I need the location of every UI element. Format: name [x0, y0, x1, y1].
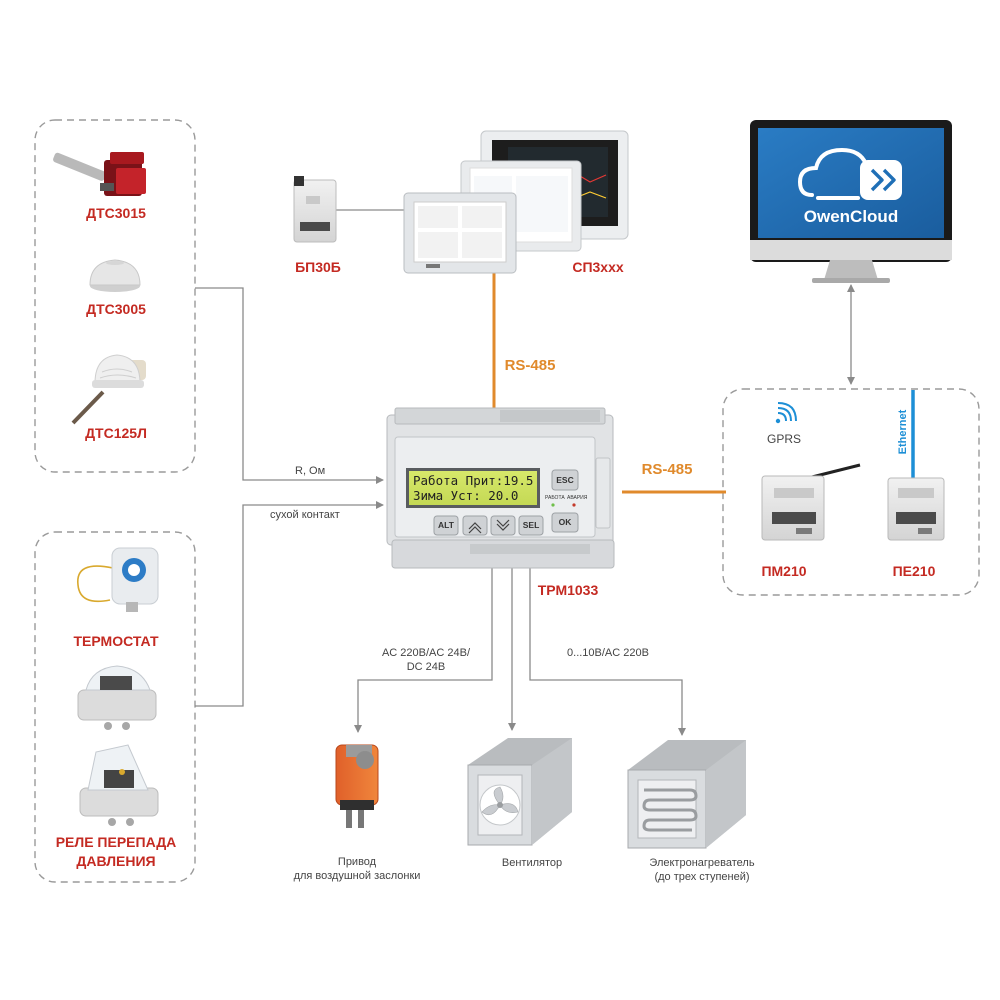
gprs-label: GPRS: [767, 432, 801, 446]
sp3xxx-label: СП3ххх: [572, 259, 624, 275]
thermostat-image: [77, 547, 159, 612]
pressure-relay-2-image: [79, 744, 159, 826]
dts3005-label: ДТС3005: [86, 301, 146, 317]
up-arrow-icon: [468, 522, 482, 534]
dts3015-sensor-image: [53, 152, 146, 196]
power-label-line2: DC 24B: [407, 661, 446, 673]
signal-label: 0...10B/AC 220B: [567, 647, 649, 659]
pe210-image: [887, 477, 945, 541]
dts125l-sensor-image: [71, 354, 146, 425]
alt-button-label: ALT: [438, 520, 455, 530]
pressure-relay-1-image: [77, 665, 157, 730]
relay-label-line1: РЕЛЕ ПЕРЕПАДА: [56, 834, 177, 850]
bp30b-image: [293, 176, 337, 243]
actuator-line: [354, 568, 493, 733]
up-button[interactable]: [462, 515, 488, 536]
heater-label-line1: Электронагреватель: [649, 857, 754, 869]
sensors-group-box: [34, 119, 196, 473]
alt-button[interactable]: [433, 515, 459, 536]
sel-button[interactable]: [518, 515, 544, 536]
ethernet-label: Ethernet: [897, 409, 909, 454]
ok-button[interactable]: [551, 512, 579, 533]
pm210-image: [761, 463, 861, 541]
down-arrow-icon: [496, 519, 510, 531]
sp3xxx-panels-image: [403, 130, 629, 274]
lcd-line2: Зима Уст: 20.0: [413, 488, 518, 503]
power-label-line1: AC 220B/AC 24B/: [382, 647, 471, 659]
led-work-indicator: [551, 503, 555, 507]
heater-line: [529, 568, 686, 736]
heating-coil-icon: [642, 788, 698, 832]
dry-contact-label: сухой контакт: [270, 509, 340, 521]
owencloud-monitor: [750, 120, 952, 283]
cloud-icon: [797, 147, 868, 197]
bp30b-label: БП30Б: [295, 259, 341, 275]
pm210-label: ПМ210: [761, 563, 806, 579]
trm1033-label: ТРМ1033: [538, 582, 599, 598]
fan-image: [467, 738, 572, 846]
esc-button[interactable]: [551, 469, 579, 491]
heater-label-line2: (до трех ступеней): [654, 871, 749, 883]
led-work-label: РАБОТА: [545, 495, 565, 501]
pe210-label: ПЕ210: [893, 563, 936, 579]
rs485-top-label: RS-485: [505, 357, 556, 374]
actuator-label-line2: для воздушной заслонки: [294, 870, 421, 882]
thermostat-label: ТЕРМОСТАТ: [74, 633, 159, 649]
actuator-label-line1: Привод: [338, 856, 377, 868]
dry-contact-line: [195, 501, 384, 707]
fan-label: Вентилятор: [502, 857, 562, 869]
esc-button-label: ESC: [556, 475, 573, 485]
rs485-right-label: RS-485: [642, 461, 693, 478]
fan-blades-icon: [481, 786, 519, 816]
dts125l-label: ДТС125Л: [85, 425, 147, 441]
actuator-image: [335, 744, 379, 828]
relay-label-line2: ДАВЛЕНИЯ: [76, 853, 155, 869]
switches-group-box: [34, 531, 196, 883]
owencloud-label[interactable]: OwenCloud: [804, 207, 898, 226]
ok-button-label: OK: [559, 517, 573, 527]
dts3005-sensor-image: [89, 259, 141, 292]
sel-button-label: SEL: [523, 520, 540, 530]
led-alarm-indicator: [572, 503, 576, 507]
r-ohm-label: R, Ом: [295, 465, 325, 477]
lcd-line1: Работа Прит:19.5: [413, 473, 533, 488]
led-alarm-label: АВАРИЯ: [567, 495, 588, 501]
r-ohm-line: [195, 287, 384, 484]
dts3015-label: ДТС3015: [86, 205, 146, 221]
heater-image: [627, 740, 746, 849]
gprs-signal-icon: [775, 402, 797, 424]
